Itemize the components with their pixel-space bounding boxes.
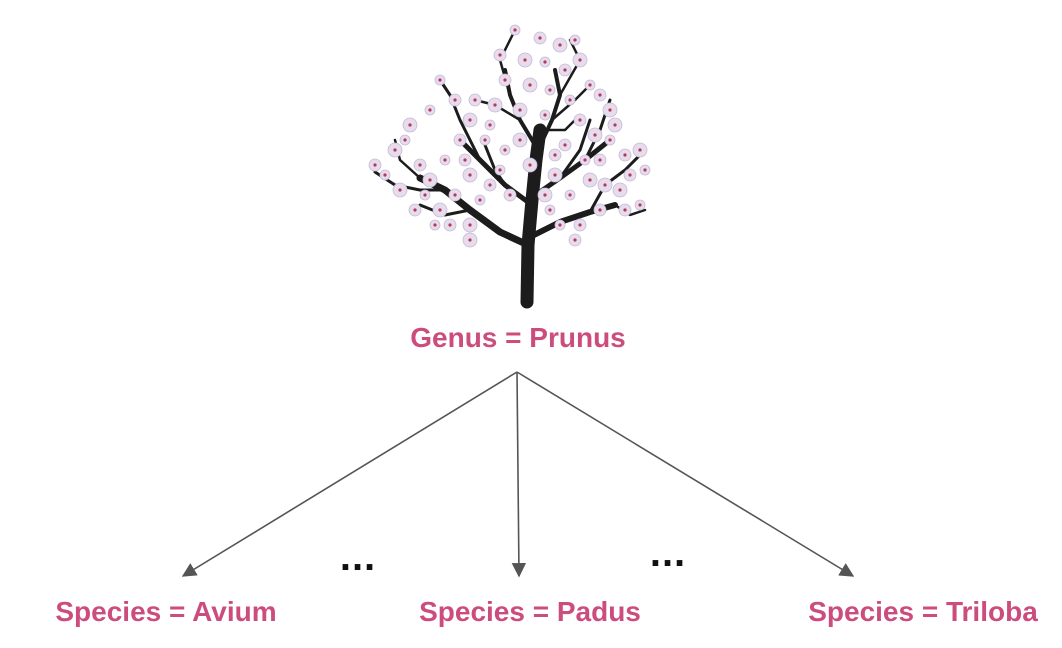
blossom-center [623, 153, 627, 157]
blossom-center [628, 173, 632, 177]
blossom-center [563, 68, 567, 72]
blossom-center [443, 158, 447, 162]
blossom-center [398, 188, 402, 192]
blossom-center [498, 168, 502, 172]
blossom-center [413, 208, 417, 212]
blossom-center [608, 138, 612, 142]
blossom-center [528, 163, 532, 167]
blossom-center [568, 193, 572, 197]
blossom-center [603, 183, 607, 187]
blossom-center [598, 158, 602, 162]
blossom-center [588, 83, 592, 87]
blossom-center [638, 203, 642, 207]
arrow-to-padus [511, 371, 527, 578]
blossom-center [553, 153, 557, 157]
arrow-to-avium [181, 371, 518, 577]
blossom-center [393, 148, 397, 152]
blossom-center [508, 193, 512, 197]
blossom-center [438, 208, 442, 212]
arrow-to-triloba [516, 371, 855, 577]
blossom-center [518, 138, 522, 142]
blossom-center [643, 168, 647, 172]
cherry-blossom-tree-icon [368, 24, 651, 309]
blossom-center [608, 108, 612, 112]
blossom-center [503, 148, 507, 152]
blossom-center [543, 193, 547, 197]
blossom-center [558, 43, 562, 47]
species-label-padus: Species = Padus [419, 596, 641, 627]
blossom-center [573, 38, 577, 42]
blossom-center [578, 223, 582, 227]
blossom-center [468, 118, 472, 122]
blossom-center [623, 208, 627, 212]
blossom-center [448, 223, 452, 227]
blossom-center [518, 108, 522, 112]
blossom-center [543, 113, 547, 117]
blossom-center [458, 138, 462, 142]
blossom-center [468, 223, 472, 227]
blossom-center [583, 158, 587, 162]
blossom-center [428, 108, 432, 112]
blossom-center [503, 78, 507, 82]
species-label-triloba: Species = Triloba [808, 596, 1038, 627]
blossom-center [453, 193, 457, 197]
blossom-center [493, 103, 497, 107]
blossom-center [373, 163, 377, 167]
blossom-center [553, 173, 557, 177]
blossom-center [618, 188, 622, 192]
blossom-center [573, 238, 577, 242]
blossom-center [588, 178, 592, 182]
blossom-center [488, 183, 492, 187]
blossom-center [523, 58, 527, 62]
blossom-center [543, 60, 547, 64]
blossom-center [403, 138, 407, 142]
blossom-center [433, 223, 437, 227]
blossom-center [383, 173, 387, 177]
blossom-center [483, 138, 487, 142]
blossom-center [578, 58, 582, 62]
blossom-center [418, 163, 422, 167]
blossom-center [423, 193, 427, 197]
blossom-center [468, 173, 472, 177]
blossom-center [478, 198, 482, 202]
blossom-center [463, 158, 467, 162]
blossom-center [613, 123, 617, 127]
blossom-center [548, 88, 552, 92]
blossom-center [498, 53, 502, 57]
blossom-center [438, 78, 442, 82]
blossom-center [408, 123, 412, 127]
blossom-center [598, 93, 602, 97]
blossom-center [638, 148, 642, 152]
species-label-avium: Species = Avium [55, 596, 276, 627]
branch-arrows [181, 371, 855, 578]
blossom-center [558, 223, 562, 227]
blossom-center [593, 133, 597, 137]
blossom-center [453, 98, 457, 102]
blossom-center [538, 36, 542, 40]
blossom-center [428, 178, 432, 182]
ellipsis-left: ... [340, 535, 376, 579]
ellipsis-right: ... [650, 531, 686, 575]
blossom-center [528, 83, 532, 87]
blossom-center [578, 118, 582, 122]
blossom-center [473, 98, 477, 102]
blossom-center [488, 123, 492, 127]
genus-label: Genus = Prunus [410, 322, 626, 353]
blossom-center [468, 238, 472, 242]
blossom-center [598, 208, 602, 212]
blossom-center [513, 28, 517, 32]
blossom-center [568, 98, 572, 102]
blossom-center [563, 143, 567, 147]
blossom-center [548, 208, 552, 212]
